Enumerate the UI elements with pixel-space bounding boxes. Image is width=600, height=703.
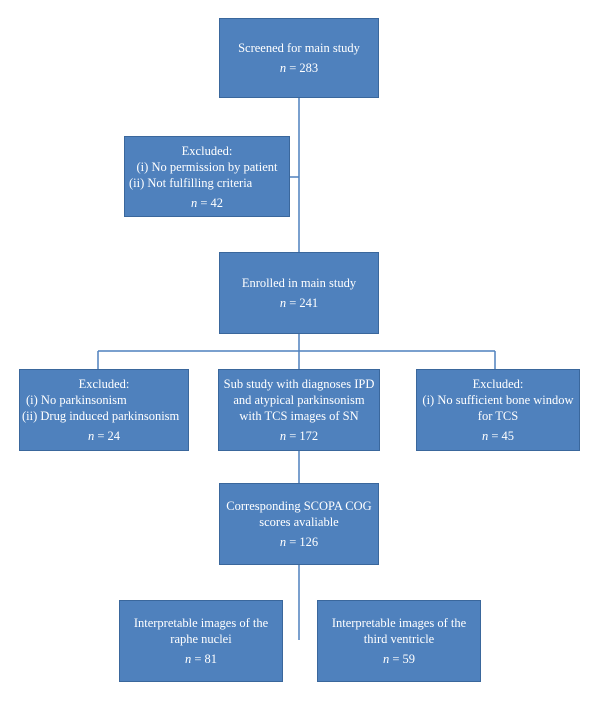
enrolled-n-value: = 241 <box>289 296 319 310</box>
excluded1-title: Excluded: <box>181 143 233 158</box>
raphe-box: Interpretable images of the raphe nuclei… <box>119 600 283 682</box>
enrolled-count: n = 241 <box>280 295 318 311</box>
excluded3-count: n = 45 <box>482 428 514 444</box>
scopa-line-1: Corresponding SCOPA COG <box>226 499 372 513</box>
excluded2-box: Excluded: (i) No parkinsonism (ii) Drug … <box>19 369 189 451</box>
excluded1-item-1: (i) No permission by patient <box>136 159 278 174</box>
screened-n-label: n <box>279 61 287 75</box>
excluded2-count: n = 24 <box>88 428 120 444</box>
raphe-n-label: n <box>184 652 192 666</box>
ventricle-box: Interpretable images of the third ventri… <box>317 600 481 682</box>
raphe-count: n = 81 <box>185 651 217 667</box>
excluded2-item-1: (i) No parkinsonism <box>26 393 127 407</box>
scopa-line-2: scores avaliable <box>259 515 339 529</box>
excluded1-item-2: (ii) Not fulfilling criteria <box>129 175 253 190</box>
excluded1-box: Excluded: (i) No permission by patient (… <box>124 136 290 217</box>
scopa-n-value: = 126 <box>289 535 319 549</box>
excluded3-item-1: (i) No sufficient bone window <box>422 393 574 407</box>
ventricle-count: n = 59 <box>383 651 415 667</box>
enrolled-n-label: n <box>279 296 287 310</box>
enrolled-box: Enrolled in main study n = 241 <box>219 252 379 334</box>
raphe-line-2: raphe nuclei <box>170 632 232 646</box>
screened-title: Screened for main study <box>238 41 360 55</box>
excluded3-n-value: = 45 <box>491 429 515 443</box>
screened-box: Screened for main study n = 283 <box>219 18 379 98</box>
excluded3-box: Excluded: (i) No sufficient bone window … <box>416 369 580 451</box>
substudy-n-value: = 172 <box>289 429 319 443</box>
excluded3-item-2: for TCS <box>477 409 519 423</box>
screened-n-value: = 283 <box>289 61 319 75</box>
substudy-count: n = 172 <box>280 428 318 444</box>
excluded1-n-label: n <box>190 195 198 210</box>
screened-count: n = 283 <box>280 60 318 76</box>
substudy-line-2: and atypical parkinsonism <box>233 393 365 407</box>
excluded2-n-value: = 24 <box>97 429 121 443</box>
enrolled-title: Enrolled in main study <box>241 276 357 290</box>
excluded1-count: n = 42 <box>191 195 223 211</box>
scopa-count: n = 126 <box>280 534 318 550</box>
substudy-n-label: n <box>279 429 287 443</box>
scopa-box: Corresponding SCOPA COG scores avaliable… <box>219 483 379 565</box>
raphe-n-value: = 81 <box>194 652 218 666</box>
excluded2-item-2: (ii) Drug induced parkinsonism <box>22 409 180 423</box>
raphe-line-1: Interpretable images of the <box>133 616 269 630</box>
ventricle-n-label: n <box>382 652 390 666</box>
ventricle-line-1: Interpretable images of the <box>331 616 467 630</box>
substudy-line-1: Sub study with diagnoses IPD <box>223 377 375 391</box>
excluded3-n-label: n <box>481 429 489 443</box>
substudy-line-3: with TCS images of SN <box>239 409 359 423</box>
ventricle-line-2: third ventricle <box>363 632 435 646</box>
substudy-box: Sub study with diagnoses IPD and atypica… <box>218 369 380 451</box>
excluded3-title: Excluded: <box>472 377 524 391</box>
excluded2-title: Excluded: <box>78 377 130 391</box>
ventricle-n-value: = 59 <box>392 652 416 666</box>
excluded1-n-value: = 42 <box>200 195 224 210</box>
scopa-n-label: n <box>279 535 287 549</box>
excluded2-n-label: n <box>87 429 95 443</box>
